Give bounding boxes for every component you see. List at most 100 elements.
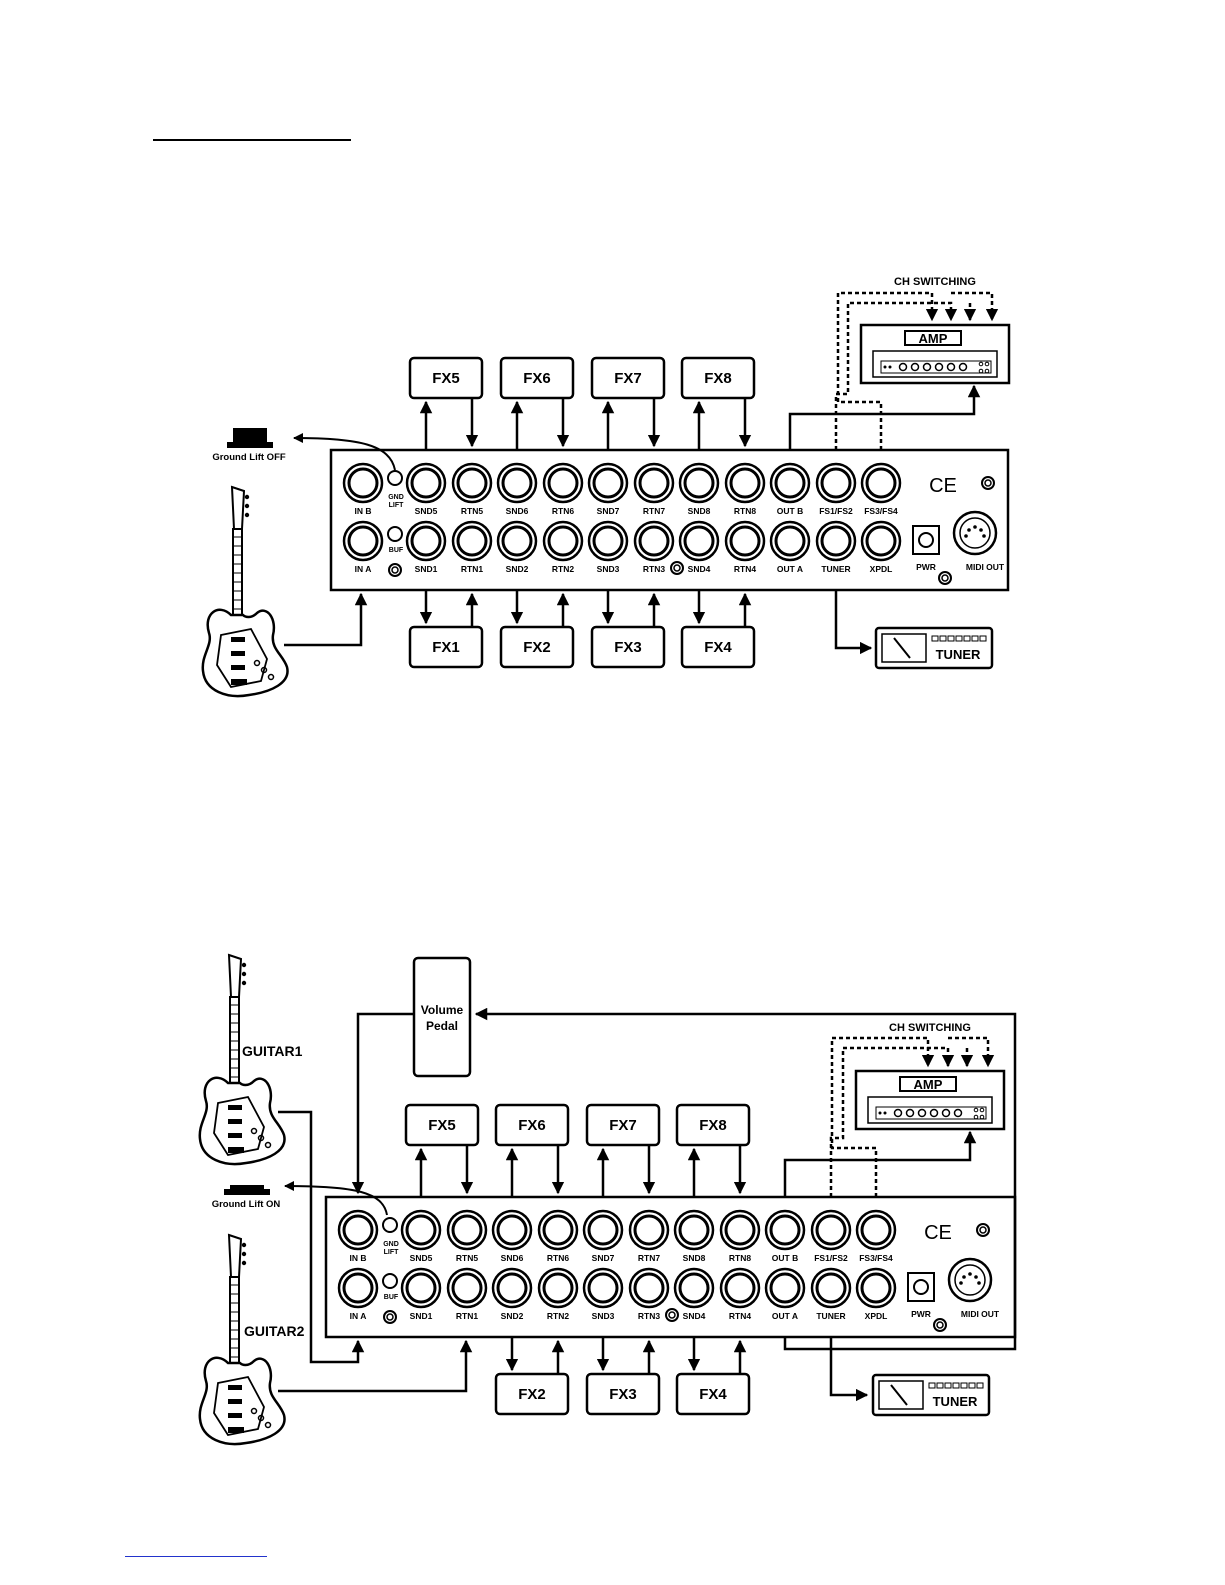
jack-rtn1 [446,1267,488,1309]
guitar1-icon [198,953,286,1166]
guitar-pickup [228,1413,242,1418]
panel-screw [665,1308,679,1322]
fx-box-fx4-label: FX4 [704,639,732,656]
fx-box-fx2: FX2 [494,1372,570,1416]
ground-lift-label: Ground Lift ON [212,1199,281,1210]
jack-label: FS1/FS2 [814,1253,848,1263]
jack-out-b [764,1209,806,1251]
guitar-knob [253,659,261,667]
panel-screw-inner [941,574,949,582]
jack-snd2 [496,520,538,562]
guitar-knob [260,666,268,674]
midi-pin [962,1275,966,1279]
jack-inner-ring [729,525,761,557]
jack-out-a [764,1267,806,1309]
pwr-jack [907,1272,935,1302]
midi-out-inner [954,1264,986,1296]
jack-fs1-fs2 [810,1209,852,1251]
jack-label: FS3/FS4 [859,1253,893,1263]
fx-box-fx7: FX7 [585,1103,661,1147]
diagram-ground-lift-off: IN BIN ASND5SND1RTN5RTN1SND6SND2RTN6RTN2… [201,276,1011,698]
jack-label: IN B [350,1253,367,1263]
guitar-headstock [230,485,246,530]
pwr-label: PWR [916,562,936,572]
jack-label: RTN2 [552,564,574,574]
jack-label: IN A [355,564,372,574]
ch-switching-wire [951,291,999,322]
jack-inner-ring [410,467,442,499]
jack-label: OUT A [777,564,803,574]
volume-pedal-to-in-b-wire [351,1012,414,1195]
ce-mark: CE [929,475,957,497]
jack-label: SND8 [683,1253,706,1263]
tuning-peg [241,1242,247,1248]
tuning-peg [244,494,250,500]
jack-rtn5 [451,462,493,504]
amp-badge [899,1076,957,1092]
guitar2-icon [198,1233,286,1446]
jack-inner-ring [547,525,579,557]
jack-inner-ring [587,1272,619,1304]
jack-inner-ring [865,467,897,499]
fx-box-fx2: FX2 [499,625,575,669]
jack-label: RTN4 [729,1311,751,1321]
jack-label: RTN4 [734,564,756,574]
fx-box-fx3-label: FX3 [614,639,642,656]
tuning-peg [241,962,247,968]
jack-label: XPDL [865,1311,888,1321]
tuner-led [952,1382,960,1389]
guitar2-cable [278,1339,473,1393]
midi-pin [968,1272,972,1276]
jack-rtn4 [724,520,766,562]
midi-pin [959,1281,963,1285]
jack-fs3-fs4 [860,462,902,504]
fx-box-fx3: FX3 [590,625,666,669]
fx-box-fx4-label: FX4 [699,1386,727,1403]
jack-in-b [342,462,384,504]
jack-label: OUT B [777,506,803,516]
ground-lift-switch-icon [227,428,273,448]
jack-inner-ring [451,1214,483,1246]
jack-inner-ring [405,1272,437,1304]
jack-label: SND6 [501,1253,524,1263]
fx-box-fx6-frame [494,1103,570,1147]
jack-label: SND1 [415,564,438,574]
amp-control-panel [872,350,998,378]
ground-lift-leader [284,1181,388,1216]
amp-label: AMP [914,1077,943,1092]
tuner-led [968,1382,976,1389]
amp-knob [934,362,944,372]
buf-trim-screw-inner [386,1313,394,1321]
fx-box-fx7-label: FX7 [614,370,642,387]
midi-pin [974,1275,978,1279]
jack-label: RTN7 [643,506,665,516]
jack-rtn7 [628,1209,670,1251]
panel-screw-inner [668,1311,676,1319]
jack-inner-ring [405,1214,437,1246]
midi-out-label: MIDI OUT [961,1309,1000,1319]
panel-screw [938,571,952,585]
fx-box-fx7-frame [585,1103,661,1147]
tuner-frame [871,1373,991,1417]
jack-inner-ring [683,525,715,557]
fx-box-fx2-label: FX2 [523,639,551,656]
gnd-lift-label: GND [383,1241,399,1248]
jack-inner-ring [633,1272,665,1304]
jack-label: XPDL [870,564,893,574]
amp-knob [893,1108,903,1118]
tuner-meter [878,1380,924,1410]
amp-input-jack [888,365,892,369]
amp-input-jack [883,365,887,369]
jack-label: TUNER [816,1311,845,1321]
midi-out-inner [959,517,991,549]
jack-rtn8 [724,462,766,504]
panel-screw-inner [984,479,992,487]
tuning-peg [241,1251,247,1257]
fx-box-fx4: FX4 [680,625,756,669]
tuning-peg [244,503,250,509]
fx-box-fx3-label: FX3 [609,1386,637,1403]
amp-knob [958,362,968,372]
ce-mark: CE [924,1222,952,1244]
tuner-led [928,1382,936,1389]
